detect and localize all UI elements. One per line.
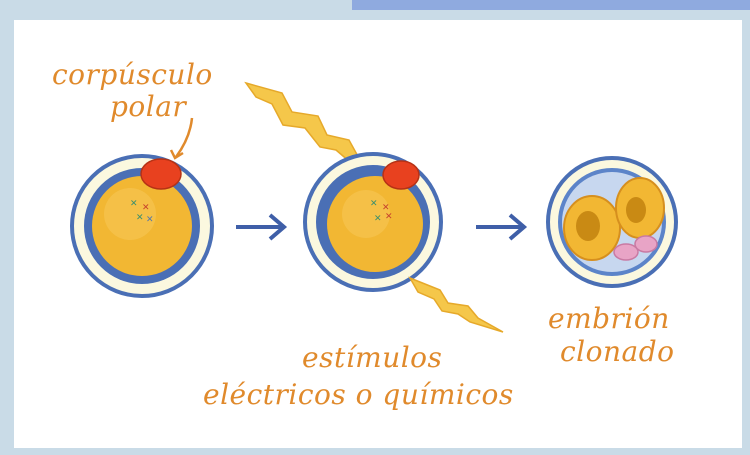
polar-body-1 bbox=[140, 158, 182, 190]
svg-text:✕: ✕ bbox=[130, 199, 138, 209]
label-embryo-line2: clonado bbox=[560, 335, 675, 368]
label-polar-body-line2: polar bbox=[110, 90, 187, 123]
svg-text:✕: ✕ bbox=[370, 199, 378, 209]
polar-body-pointer bbox=[174, 117, 194, 158]
chromosomes: ✕ ✕ ✕ ✕ bbox=[130, 199, 154, 225]
arrow-right-1 bbox=[236, 213, 288, 241]
label-stimuli-line1: estímulos bbox=[302, 341, 443, 374]
lightning-bolt-bottom bbox=[408, 276, 504, 333]
svg-text:✕: ✕ bbox=[142, 203, 150, 213]
svg-text:✕: ✕ bbox=[382, 203, 390, 213]
arrow-right-2 bbox=[476, 213, 528, 241]
embryo-cell bbox=[546, 156, 678, 288]
oocyte-cell: ✕ ✕ ✕ ✕ bbox=[70, 154, 214, 298]
label-embryo-line1: embrión bbox=[548, 302, 670, 335]
polar-body-2 bbox=[382, 160, 420, 190]
svg-text:✕: ✕ bbox=[146, 215, 154, 225]
svg-text:✕: ✕ bbox=[374, 214, 382, 224]
label-stimuli-line2: eléctricos o químicos bbox=[203, 378, 514, 411]
stimulated-cell: ✕ ✕ ✕ ✕ bbox=[303, 152, 443, 292]
chromosomes: ✕ ✕ ✕ ✕ bbox=[370, 199, 393, 224]
svg-text:✕: ✕ bbox=[136, 213, 144, 223]
svg-text:✕: ✕ bbox=[385, 212, 393, 222]
top-accent-bar bbox=[352, 0, 750, 10]
label-polar-body-line1: corpúsculo bbox=[52, 58, 213, 91]
